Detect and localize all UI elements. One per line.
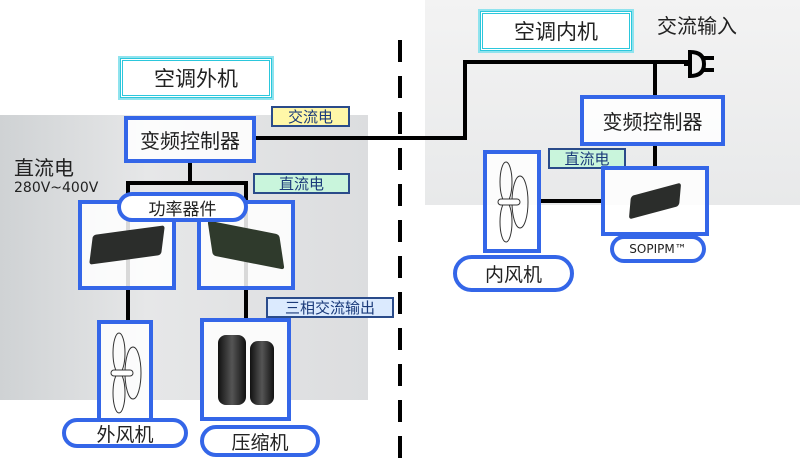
wire — [540, 199, 602, 203]
indoor-fan-label: 内风机 — [453, 255, 574, 292]
dc-power-tag: 直流电 — [253, 173, 350, 194]
wire — [256, 136, 467, 140]
compressor-box — [200, 318, 291, 421]
wire — [463, 60, 688, 64]
dc-voltage-title: 直流电 — [14, 156, 74, 180]
wire — [126, 181, 248, 185]
power-devices-label: 功率器件 — [117, 192, 248, 222]
indoor-inverter-controller: 变频控制器 — [580, 95, 725, 146]
indoor-unit-title: 空调内机 — [478, 9, 634, 53]
indoor-fan-box — [483, 150, 541, 253]
three-phase-ac-output-tag: 三相交流输出 — [266, 297, 394, 318]
divider-dashed-line — [398, 40, 402, 466]
outdoor-unit-title: 空调外机 — [118, 56, 274, 100]
ac-input-label: 交流输入 — [657, 14, 737, 38]
wire — [653, 145, 657, 167]
indoor-dc-power-tag: 直流电 — [548, 148, 626, 169]
compressor-image — [217, 334, 274, 405]
wire — [188, 162, 192, 184]
wire — [463, 60, 467, 140]
fan-icon — [497, 161, 529, 242]
sopipm-chip-image — [628, 182, 682, 220]
plug-icon — [680, 48, 720, 80]
fan-icon — [110, 332, 142, 413]
sopipm-label: SOPIPM™ — [610, 235, 706, 263]
outdoor-inverter-controller: 变频控制器 — [124, 116, 256, 163]
ac-power-tag: 交流电 — [271, 106, 350, 127]
wire — [653, 60, 657, 96]
sopipm-box — [601, 166, 709, 236]
outdoor-fan-box — [97, 320, 153, 425]
outdoor-fan-label: 外风机 — [62, 418, 188, 448]
dc-voltage-range: 280V~400V — [14, 180, 99, 196]
ipm-chip-image — [89, 225, 165, 265]
ipm-chip-image — [207, 220, 285, 270]
compressor-label: 压缩机 — [200, 425, 320, 457]
